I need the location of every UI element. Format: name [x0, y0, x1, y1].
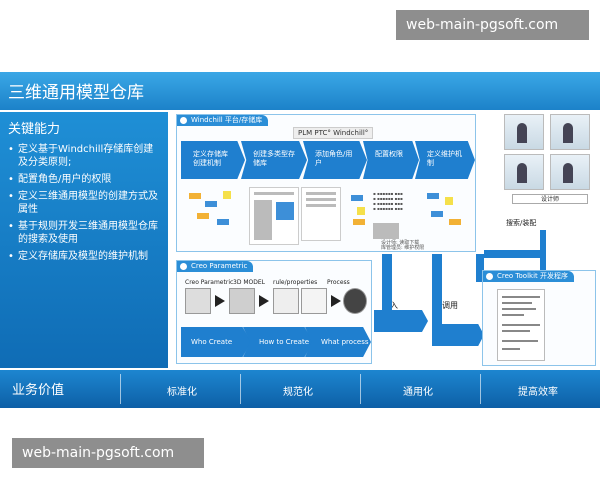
- step-how-to-create: How to Create: [243, 327, 313, 357]
- step-config-permission: 配置权限: [363, 141, 419, 179]
- windchill-panel: Windchill 平台/存储库 PLM PTC° Windchill° 定义存…: [176, 114, 476, 252]
- capability-item: 定义存储库及模型的维护机制: [8, 250, 160, 263]
- permission-notes: ▪ ▪▪▪▪▪▪ ▪▪▪▪ ▪▪▪▪▪▪ ▪▪▪▪ ▪▪▪▪▪▪ ▪▪▪▪ ▪▪…: [373, 191, 403, 211]
- process-gear-icon: [343, 288, 367, 314]
- screenshot-thumb-1: [249, 187, 299, 245]
- checkin-arrow: [374, 310, 428, 332]
- creo-label-3d-model: 3D MODEL: [233, 279, 265, 286]
- slide: 三维通用模型仓库 关键能力 定义基于Windchill存储库创建及分类原则; 配…: [0, 72, 600, 408]
- toolkit-screenshot: [497, 289, 545, 361]
- key-capabilities-panel: 关键能力 定义基于Windchill存储库创建及分类原则; 配置角色/用户的权限…: [0, 112, 168, 368]
- screenshot-thumb-2: [301, 187, 341, 241]
- arrow-right-icon: [331, 295, 341, 307]
- connector-arrow: [476, 254, 484, 282]
- checkin-up-arrow: [382, 254, 392, 310]
- windchill-tab: Windchill 平台/存储库: [177, 115, 269, 126]
- watermark-bottom: web-main-pgsoft.com: [12, 438, 204, 468]
- windchill-icon: [180, 117, 187, 124]
- toolkit-icon: [486, 273, 493, 280]
- invoke-down-arrow: [432, 254, 442, 334]
- designer-photo-2: [550, 114, 590, 150]
- designer-photo-3: [504, 154, 544, 190]
- separator: [240, 374, 241, 404]
- checklist-icon: [301, 288, 327, 314]
- creo-toolkit-panel: Creo Toolkit 开发程序: [482, 270, 596, 366]
- rule-properties-icon: [273, 288, 299, 314]
- separator: [120, 374, 121, 404]
- diagram-area: Windchill 平台/存储库 PLM PTC° Windchill° 定义存…: [176, 114, 596, 366]
- designer-photos: [504, 114, 596, 198]
- key-capabilities-heading: 关键能力: [8, 122, 61, 137]
- separator: [480, 374, 481, 404]
- arrow-right-icon: [215, 295, 225, 307]
- separator: [360, 374, 361, 404]
- step-add-roles: 添加角色/用户: [303, 141, 367, 179]
- step-what-process: What process: [305, 327, 371, 357]
- capability-item: 配置角色/用户的权限: [8, 173, 160, 186]
- invoke-arrow: [432, 324, 484, 346]
- slide-title: 三维通用模型仓库: [8, 83, 144, 103]
- value-standardization: 标准化: [167, 387, 197, 398]
- watermark-top: web-main-pgsoft.com: [396, 10, 589, 40]
- step-create-repository: 创建多类型存储库: [241, 141, 307, 179]
- capability-item: 基于规则开发三维通用模型仓库的搜索及使用: [8, 220, 160, 246]
- role-note: 设计师: 读取下载 库管理员: 维护权限: [381, 240, 425, 251]
- creo-label-parametric: Creo Parametric: [185, 279, 234, 286]
- creo-tab: Creo Parametric: [177, 261, 254, 272]
- creo-app-icon: [185, 288, 211, 314]
- search-assemble-label: 搜索/装配: [506, 219, 537, 227]
- arrow-right-icon: [259, 295, 269, 307]
- invoke-label: 调用: [442, 301, 458, 310]
- capability-item: 定义基于Windchill存储库创建及分类原则;: [8, 143, 160, 169]
- value-efficiency: 提高效率: [518, 387, 558, 398]
- designer-photo-1: [504, 114, 544, 150]
- creo-icon: [180, 263, 187, 270]
- step-who-create: Who Create: [181, 327, 251, 357]
- capability-item: 定义三维通用模型的创建方式及属性: [8, 190, 160, 216]
- creo-panel: Creo Parametric Creo Parametric 3D MODEL…: [176, 260, 372, 364]
- creo-label-process: Process: [327, 279, 350, 286]
- step-define-repository: 定义存储库创建机制: [181, 141, 245, 179]
- business-value-title: 业务价值: [12, 383, 65, 398]
- designer-photo-4: [550, 154, 590, 190]
- value-normalization: 规范化: [283, 387, 313, 398]
- capabilities-list: 定义基于Windchill存储库创建及分类原则; 配置角色/用户的权限 定义三维…: [8, 143, 160, 263]
- value-generalization: 通用化: [403, 387, 433, 398]
- toolkit-tab: Creo Toolkit 开发程序: [483, 271, 574, 282]
- business-value-bar: 业务价值 标准化 规范化 通用化 提高效率: [0, 370, 600, 408]
- creo-label-rule: rule/properties: [273, 279, 318, 286]
- 3d-model-icon: [229, 288, 255, 314]
- title-bar: 三维通用模型仓库: [0, 72, 600, 110]
- designer-label: 设计师: [512, 194, 588, 204]
- connector-arrow-h: [484, 250, 544, 258]
- upload-up-arrow: [540, 230, 546, 270]
- ptc-windchill-logo: PLM PTC° Windchill°: [293, 127, 374, 139]
- step-define-maintenance: 定义维护机制: [415, 141, 475, 179]
